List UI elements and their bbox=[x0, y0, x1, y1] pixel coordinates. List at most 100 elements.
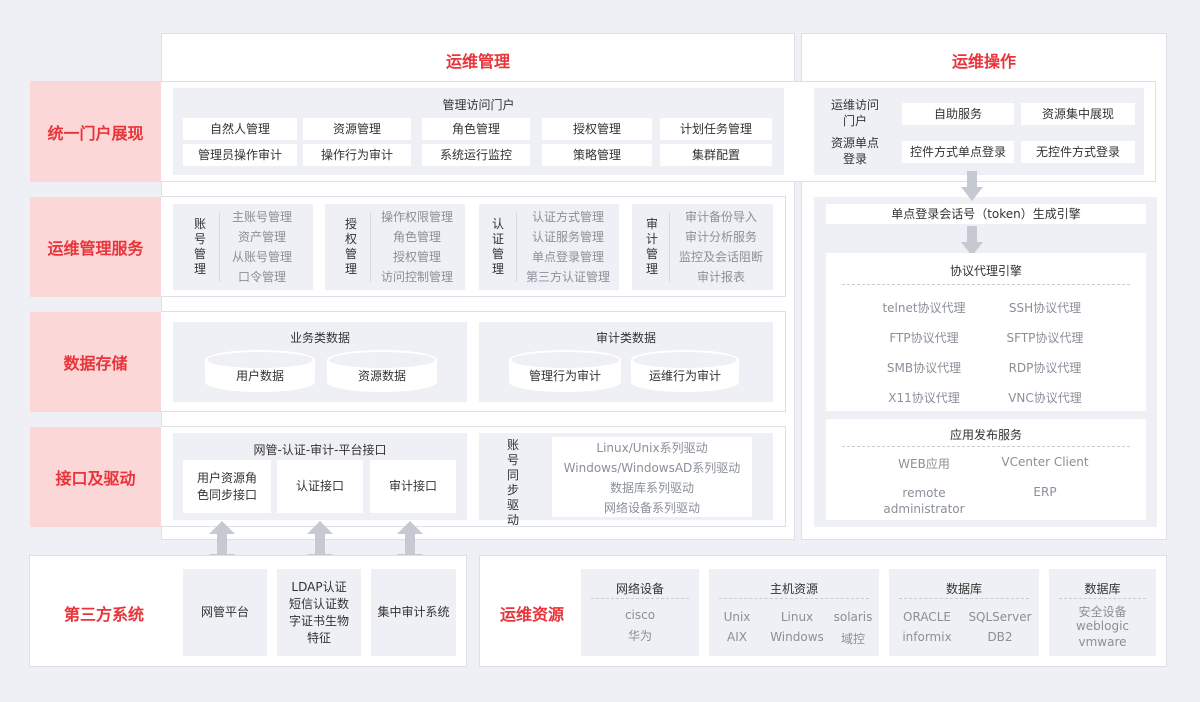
service-item: 授权管理 bbox=[392, 250, 441, 264]
resource-group-title: 主机资源 bbox=[769, 582, 818, 596]
app-publish-title: 应用发布服务 bbox=[949, 428, 1022, 442]
down-arrow-icon bbox=[961, 171, 983, 201]
driver-item: Linux/Unix系列驱动 bbox=[596, 441, 708, 455]
resource-item: Linux bbox=[780, 610, 814, 624]
service-group-title: 账号管理 bbox=[193, 217, 206, 276]
resource-item: cisco bbox=[624, 608, 656, 622]
resource-item: informix bbox=[902, 630, 952, 644]
third-party-label: 集中审计系统 bbox=[377, 605, 450, 620]
interface-item[interactable]: 用户资源角色同步接口 bbox=[183, 460, 271, 513]
interface-item[interactable]: 认证接口 bbox=[277, 460, 363, 513]
resource-display-button[interactable]: 资源集中展现 bbox=[1021, 103, 1135, 125]
service-group-title: 授权管理 bbox=[344, 217, 357, 276]
service-item: 认证方式管理 bbox=[531, 210, 604, 224]
resource-item: AIX bbox=[727, 630, 747, 644]
service-item: 访问控制管理 bbox=[380, 270, 453, 284]
app-publish-service bbox=[826, 419, 1146, 520]
portal-item[interactable]: 资源管理 bbox=[303, 118, 411, 140]
portal-item[interactable]: 自然人管理 bbox=[183, 118, 297, 140]
proxy-item: FTP协议代理 bbox=[889, 331, 959, 345]
down-arrow-icon bbox=[961, 226, 983, 256]
self-service-button[interactable]: 自助服务 bbox=[902, 103, 1014, 125]
token-engine: 单点登录会话号（token）生成引擎 bbox=[826, 204, 1146, 224]
resource-group-title: 数据库 bbox=[1084, 582, 1121, 596]
portal-item[interactable]: 集群配置 bbox=[660, 144, 772, 166]
interface-item[interactable]: 审计接口 bbox=[370, 460, 456, 513]
row-label-service: 运维管理服务 bbox=[30, 197, 161, 297]
row-label-interface: 接口及驱动 bbox=[30, 427, 161, 527]
proxy-item: SSH协议代理 bbox=[1008, 301, 1082, 315]
service-item: 主账号管理 bbox=[231, 210, 292, 224]
third-party-title: 第三方系统 bbox=[64, 605, 145, 624]
resource-item: SQLServer bbox=[968, 610, 1032, 624]
database-cylinder: 运维行为审计 bbox=[631, 350, 739, 394]
resource-item: 安全设备 bbox=[1078, 605, 1127, 619]
service-item: 单点登录管理 bbox=[531, 250, 604, 264]
service-item: 资产管理 bbox=[237, 230, 286, 244]
resource-item: vmware bbox=[1078, 635, 1127, 649]
proxy-item: RDP协议代理 bbox=[1008, 361, 1082, 375]
protocol-proxy-engine bbox=[826, 253, 1146, 411]
portal-item[interactable]: 管理员操作审计 bbox=[183, 144, 297, 166]
portal-item[interactable]: 计划任务管理 bbox=[660, 118, 772, 140]
app-item: remote administrator bbox=[883, 486, 965, 516]
no-control-login-button[interactable]: 无控件方式登录 bbox=[1021, 141, 1135, 163]
third-party-item bbox=[277, 569, 361, 656]
proxy-item: VNC协议代理 bbox=[1008, 391, 1082, 405]
service-item: 审计分析服务 bbox=[684, 230, 757, 244]
service-item: 审计报表 bbox=[696, 270, 745, 284]
service-item: 审计备份导入 bbox=[684, 210, 757, 224]
resource-group bbox=[581, 569, 699, 656]
sso-label: 资源单点登录 bbox=[830, 136, 879, 166]
resource-item: 域控 bbox=[840, 632, 865, 646]
driver-item: Windows/WindowsAD系列驱动 bbox=[563, 461, 741, 475]
portal-item[interactable]: 授权管理 bbox=[542, 118, 652, 140]
business-data-title: 业务类数据 bbox=[289, 331, 350, 345]
app-item: ERP bbox=[1033, 485, 1057, 499]
service-group-audit bbox=[632, 204, 773, 290]
service-item: 角色管理 bbox=[392, 230, 441, 244]
service-group-auth bbox=[325, 204, 465, 290]
row-label-storage: 数据存储 bbox=[30, 312, 161, 412]
resource-group bbox=[709, 569, 879, 656]
ops-portal-label: 运维访问门户 bbox=[830, 98, 879, 128]
service-group-authn bbox=[479, 204, 619, 290]
resource-item: Windows bbox=[770, 630, 824, 644]
service-group-title: 认证管理 bbox=[491, 217, 504, 276]
service-item: 第三方认证管理 bbox=[525, 270, 610, 284]
service-group-account bbox=[173, 204, 313, 290]
audit-data-title: 审计类数据 bbox=[595, 331, 656, 345]
ops-execution-header: 运维操作 bbox=[951, 52, 1016, 71]
service-item: 操作权限管理 bbox=[380, 210, 453, 224]
ops-resources-title: 运维资源 bbox=[500, 605, 565, 624]
portal-item[interactable]: 系统运行监控 bbox=[422, 144, 530, 166]
control-sso-button[interactable]: 控件方式单点登录 bbox=[902, 141, 1014, 163]
app-item: VCenter Client bbox=[1001, 455, 1089, 469]
proxy-item: SFTP协议代理 bbox=[1006, 331, 1084, 345]
account-sync-title: 账号同步驱动 bbox=[506, 438, 519, 527]
driver-item: 数据库系列驱动 bbox=[609, 481, 694, 495]
portal-item[interactable]: 策略管理 bbox=[542, 144, 652, 166]
app-item: WEB应用 bbox=[898, 457, 950, 471]
service-item: 认证服务管理 bbox=[531, 230, 604, 244]
resource-group-title: 网络设备 bbox=[615, 582, 664, 596]
service-item: 从账号管理 bbox=[231, 250, 292, 264]
service-item: 口令管理 bbox=[237, 270, 286, 284]
resource-group-title: 数据库 bbox=[945, 582, 982, 596]
third-party-item bbox=[371, 569, 456, 656]
third-party-item bbox=[183, 569, 267, 656]
portal-item[interactable]: 操作行为审计 bbox=[303, 144, 411, 166]
resource-item: Unix bbox=[723, 610, 751, 624]
portal-item[interactable]: 角色管理 bbox=[422, 118, 530, 140]
driver-item: 网络设备系列驱动 bbox=[603, 501, 700, 515]
resource-item: solaris bbox=[833, 610, 873, 624]
database-cylinder: 用户数据 bbox=[205, 350, 315, 394]
resource-group bbox=[1049, 569, 1156, 656]
database-cylinder: 管理行为审计 bbox=[509, 350, 621, 394]
proxy-item: SMB协议代理 bbox=[886, 361, 962, 375]
service-item: 监控及会话阻断 bbox=[678, 250, 763, 264]
ops-management-header: 运维管理 bbox=[445, 52, 510, 71]
resource-item: 华为 bbox=[627, 629, 652, 643]
platform-interface-title: 网管-认证-审计-平台接口 bbox=[253, 443, 387, 457]
proxy-item: telnet协议代理 bbox=[882, 301, 966, 315]
